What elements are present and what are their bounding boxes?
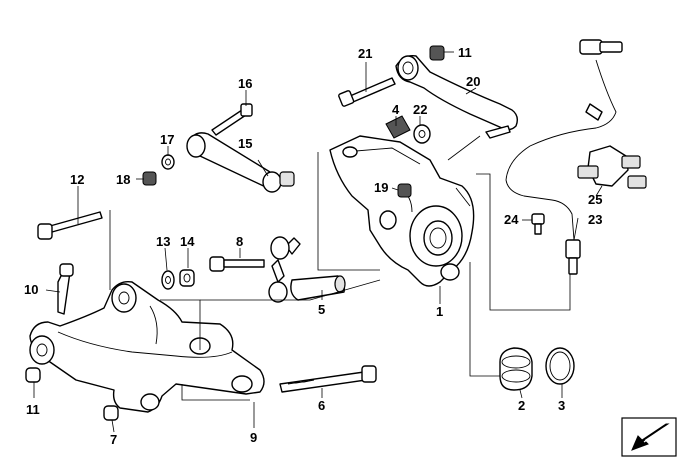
part-2-rubber-mount [499, 347, 533, 391]
label-10: 10 [24, 282, 38, 297]
label-14: 14 [180, 234, 195, 249]
label-19: 19 [374, 180, 388, 195]
part-4-bushing [385, 115, 411, 139]
part-6-bolt [279, 365, 377, 393]
label-22: 22 [413, 102, 427, 117]
part-15-link [186, 132, 295, 193]
label-18: 18 [116, 172, 130, 187]
part-19-nut [397, 183, 412, 198]
part-10-bolt [57, 263, 74, 315]
part-number-labels: 21 11 20 16 4 22 17 15 18 12 19 25 24 23… [24, 45, 602, 447]
part-13-washer [161, 270, 175, 290]
label-16: 16 [238, 76, 252, 91]
part-23-speed-sensor [505, 39, 623, 275]
label-7: 7 [110, 432, 117, 447]
label-5: 5 [318, 302, 325, 317]
part-9-subframe [29, 280, 265, 413]
label-4: 4 [392, 102, 400, 117]
part-22-bushing [413, 124, 431, 144]
label-20: 20 [466, 74, 480, 89]
assembly-guide-lines [109, 135, 571, 401]
part-17-washer [161, 154, 175, 170]
label-24: 24 [504, 212, 519, 227]
label-11-top: 11 [458, 45, 472, 60]
part-11-nut-lower [25, 367, 41, 383]
part-5-sleeve [268, 236, 346, 303]
label-1: 1 [436, 304, 443, 319]
label-21: 21 [358, 46, 372, 61]
label-17: 17 [160, 132, 174, 147]
label-3: 3 [558, 398, 565, 413]
label-15: 15 [238, 136, 252, 151]
leader-lines [33, 51, 603, 433]
label-6: 6 [318, 398, 325, 413]
part-20-upper-arm [395, 55, 519, 139]
part-16-bolt [211, 103, 253, 136]
direction-arrow-icon [621, 417, 677, 457]
part-14-nut [179, 269, 195, 287]
part-21-bolt [338, 77, 396, 107]
part-11-nut-top [429, 45, 445, 61]
part-3-ring [545, 347, 575, 385]
label-25: 25 [588, 192, 602, 207]
label-13: 13 [156, 234, 170, 249]
part-25-clip [577, 145, 647, 189]
part-7-nut [103, 405, 119, 421]
label-2: 2 [518, 398, 525, 413]
part-18-nut [142, 171, 157, 186]
label-9: 9 [250, 430, 257, 445]
label-23: 23 [588, 212, 602, 227]
label-11-lower: 11 [26, 402, 40, 417]
label-12: 12 [70, 172, 84, 187]
label-8: 8 [236, 234, 243, 249]
part-12-bolt [37, 211, 103, 240]
part-1-wheel-carrier [329, 135, 475, 287]
part-24-bolt [531, 213, 545, 235]
part-8-bolt [209, 256, 265, 272]
